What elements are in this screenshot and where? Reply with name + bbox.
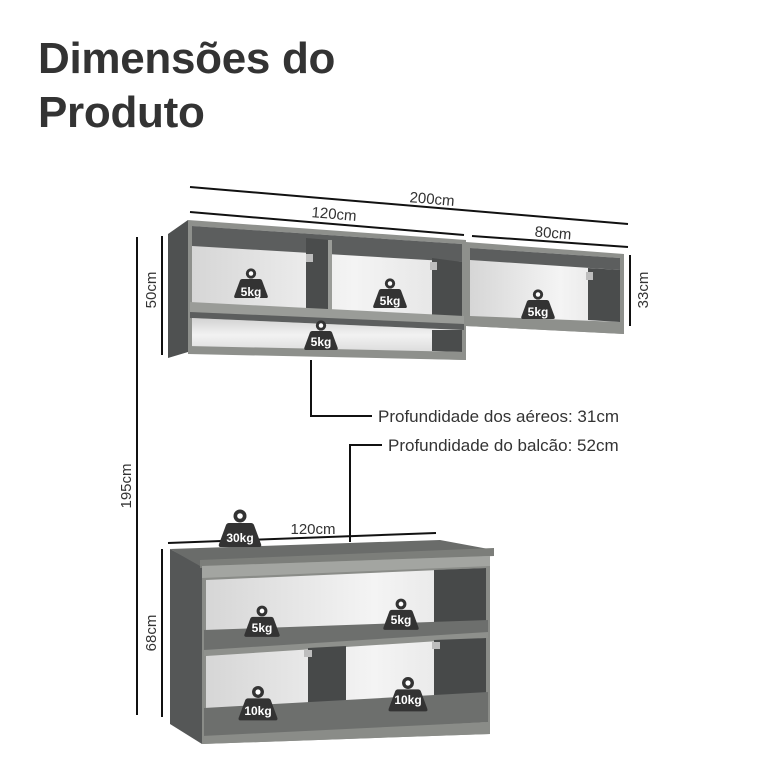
svg-text:10kg: 10kg bbox=[394, 693, 421, 707]
svg-text:5kg: 5kg bbox=[391, 613, 412, 627]
weight-icon-upper-left-top-right: 5kg bbox=[373, 278, 407, 309]
weight-icon-base-upper-right: 5kg bbox=[383, 598, 419, 630]
base-cabinet: 120cm bbox=[167, 521, 494, 744]
weight-icon-base-upper-left: 5kg bbox=[244, 605, 280, 637]
weight-icon-base-lower-right: 10kg bbox=[388, 677, 428, 712]
dimension-base-width: 120cm bbox=[290, 521, 335, 538]
dimension-upper-right-height: 33cm bbox=[629, 255, 652, 326]
svg-text:33cm: 33cm bbox=[635, 272, 652, 309]
dimension-upper-left-width: 120cm bbox=[189, 204, 465, 236]
svg-text:5kg: 5kg bbox=[241, 285, 262, 299]
dimension-total-height: 195cm bbox=[118, 237, 138, 715]
svg-text:5kg: 5kg bbox=[311, 335, 332, 349]
dimension-upper-right-width: 80cm bbox=[471, 224, 629, 248]
svg-text:5kg: 5kg bbox=[528, 305, 549, 319]
dimension-total-width: 200cm bbox=[189, 186, 629, 225]
svg-text:80cm: 80cm bbox=[534, 224, 572, 244]
svg-text:195cm: 195cm bbox=[118, 463, 135, 508]
svg-text:5kg: 5kg bbox=[252, 621, 273, 635]
upper-right-cabinet bbox=[466, 242, 624, 334]
page-title: Dimensões do Produto bbox=[38, 32, 335, 140]
weight-icon-upper-right: 5kg bbox=[521, 289, 555, 320]
svg-text:68cm: 68cm bbox=[143, 615, 160, 652]
svg-text:50cm: 50cm bbox=[143, 272, 160, 309]
weight-icon-upper-left-bottom: 5kg bbox=[304, 320, 338, 351]
page-title-line-2: Produto bbox=[38, 88, 205, 137]
svg-text:200cm: 200cm bbox=[409, 189, 455, 210]
svg-text:120cm: 120cm bbox=[311, 204, 357, 225]
svg-text:30kg: 30kg bbox=[226, 531, 253, 545]
depth-pointer-upper bbox=[310, 360, 372, 417]
depth-note-upper: Profundidade dos aéreos: 31cm bbox=[378, 407, 619, 426]
weight-icon-upper-left-top-left: 5kg bbox=[234, 268, 268, 299]
weight-icon-base-lower-left: 10kg bbox=[238, 686, 278, 721]
dimension-upper-left-height: 50cm bbox=[143, 236, 163, 355]
depth-note-base: Profundidade do balcão: 52cm bbox=[388, 436, 619, 455]
svg-text:5kg: 5kg bbox=[380, 294, 401, 308]
dimension-base-width-line bbox=[167, 532, 437, 544]
depth-pointer-base bbox=[349, 444, 382, 542]
dimension-base-height: 68cm bbox=[143, 549, 163, 717]
page-title-line-1: Dimensões do bbox=[38, 34, 336, 83]
svg-text:10kg: 10kg bbox=[244, 704, 271, 718]
weight-icon-base-top: 30kg bbox=[218, 509, 262, 547]
